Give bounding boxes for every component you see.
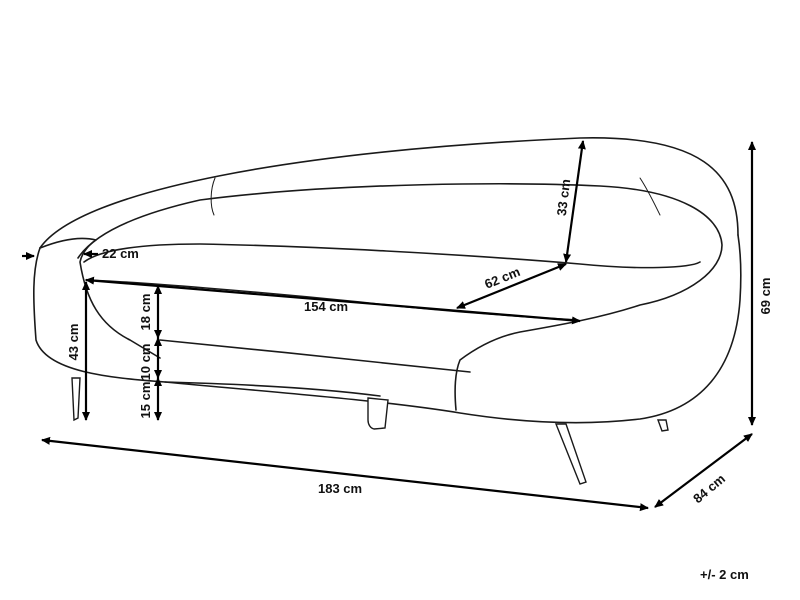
label-arm-above-seat: 18 cm	[138, 294, 153, 331]
dim-line-183	[41, 436, 649, 512]
label-seat-width: 154 cm	[304, 299, 348, 314]
dim-line-154	[85, 276, 581, 325]
label-overall-height: 69 cm	[758, 278, 773, 315]
sofa-back-top-outline	[39, 137, 739, 249]
label-overall-length: 183 cm	[318, 481, 362, 496]
sofa-back-seam-left	[210, 177, 216, 216]
dim-line-33	[563, 140, 586, 263]
dimension-labels: 183 cm 84 cm 69 cm 33 cm 154 cm 62 cm 22…	[66, 178, 773, 582]
label-arm-width: 22 cm	[102, 246, 139, 261]
label-back-height: 33 cm	[554, 178, 573, 216]
dim-line-62	[456, 262, 567, 310]
tolerance-note: +/- 2 cm	[700, 567, 749, 582]
label-leg-height: 15 cm	[138, 382, 153, 419]
dimension-lines	[22, 140, 756, 512]
sofa-leg-front-left	[71, 377, 81, 422]
sofa-seat-back-edge	[83, 243, 701, 269]
label-seat-height: 43 cm	[66, 324, 81, 361]
sofa-seat-lower-edge	[159, 339, 471, 373]
sofa-left-arm-inner	[39, 237, 161, 359]
sofa-base-lower-edge	[164, 381, 381, 397]
sofa-illustration	[33, 137, 742, 485]
sofa-left-arm-outline	[33, 234, 742, 424]
sofa-back-inner-rim	[77, 183, 723, 411]
sofa-leg-back-right	[657, 419, 669, 432]
label-seat-depth: 62 cm	[482, 264, 522, 292]
sofa-back-seam-right	[639, 177, 661, 216]
sofa-leg-front-middle	[367, 397, 389, 430]
dim-line-84	[654, 433, 753, 508]
sofa-leg-front-right	[554, 423, 587, 485]
label-cushion-thickness: 10 cm	[138, 344, 153, 381]
